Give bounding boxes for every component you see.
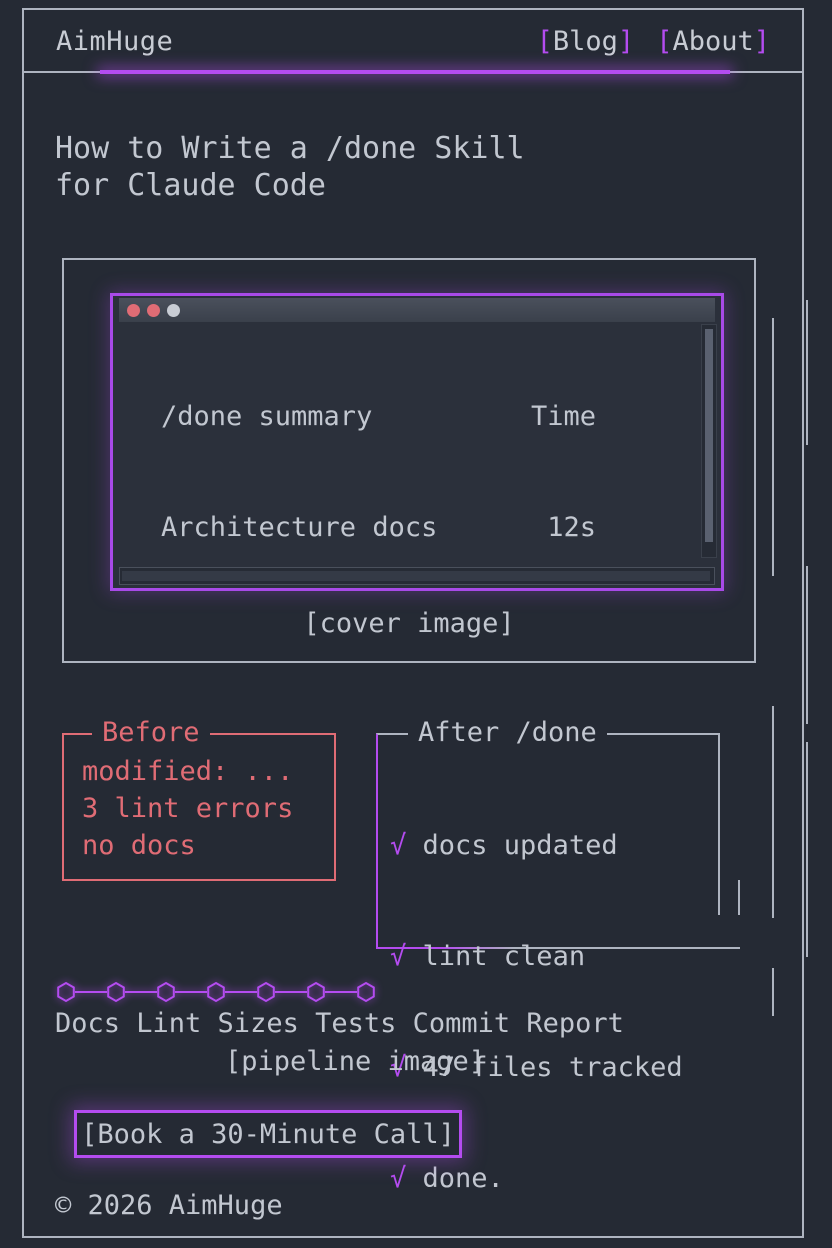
after-list-item-label: docs updated	[406, 830, 618, 861]
edge-rule-6	[772, 968, 774, 1016]
pipeline-node[interactable]	[307, 981, 325, 1003]
nav-link-about[interactable]: [About]	[656, 26, 770, 57]
terminal-vertical-scrollbar[interactable]	[701, 324, 717, 558]
after-list-item: √ 47 files tracked	[390, 1049, 683, 1086]
check-icon: √	[390, 1163, 407, 1194]
edge-rule-1	[806, 300, 808, 445]
edge-rule-5	[806, 742, 808, 957]
terminal-window: /done summary Time Architecture docs 12s…	[110, 293, 724, 591]
bracket-open-icon: [	[656, 25, 673, 57]
site-brand[interactable]: AimHuge	[56, 25, 174, 57]
edge-rule-3	[806, 566, 808, 724]
nav-link-about-label: About	[672, 25, 754, 57]
terminal-time: 12s	[547, 512, 596, 543]
pipeline-node[interactable]	[107, 981, 125, 1003]
after-list-item: √ docs updated	[390, 827, 683, 864]
after-list-item: √ lint clean	[390, 938, 683, 975]
terminal-row: Architecture docs 12s	[161, 509, 695, 546]
window-minimize-icon[interactable]	[147, 303, 160, 317]
cover-figure	[62, 258, 756, 663]
pipeline-diagram	[57, 981, 375, 1003]
after-panel-legend: After /done	[408, 717, 607, 748]
pipeline-node[interactable]	[257, 981, 275, 1003]
pipeline-node[interactable]	[357, 981, 375, 1003]
site-header: AimHuge [Blog] [About]	[24, 10, 802, 72]
page-title-line-1: How to Write a /done Skill	[55, 131, 525, 166]
check-icon: √	[390, 830, 407, 861]
before-panel-body: modified: ... 3 lint errors no docs	[82, 756, 294, 861]
after-list-item-label: lint clean	[406, 941, 586, 972]
terminal-tag	[596, 509, 622, 546]
check-icon: √	[390, 941, 407, 972]
pipeline-node[interactable]	[157, 981, 175, 1003]
bracket-close-icon: ]	[617, 25, 635, 57]
terminal-output: /done summary Time Architecture docs 12s…	[121, 324, 695, 560]
after-list-item: √ done.	[390, 1160, 683, 1197]
window-maximize-icon[interactable]	[167, 303, 180, 317]
terminal-row: /done summary Time	[161, 398, 695, 435]
nav-link-blog[interactable]: [Blog]	[537, 26, 635, 57]
page-frame	[22, 8, 804, 1238]
header-accent-underline	[100, 70, 730, 74]
check-icon: √	[390, 1052, 407, 1083]
pipeline-node[interactable]	[57, 981, 75, 1003]
terminal-vertical-scroll-thumb[interactable]	[705, 329, 713, 543]
pipeline-stage-labels: Docs Lint Sizes Tests Commit Report	[55, 1008, 624, 1039]
primary-nav: [Blog] [About]	[537, 26, 770, 57]
terminal-titlebar	[119, 298, 715, 322]
terminal-task: /done summary	[161, 401, 373, 432]
bracket-close-icon: ]	[753, 25, 770, 57]
edge-rule-2	[772, 318, 774, 576]
edge-rule-4	[772, 706, 774, 918]
cover-image-caption: [cover image]	[303, 608, 515, 639]
after-list-item-label: done.	[406, 1163, 504, 1194]
nav-link-blog-label: Blog	[552, 25, 618, 57]
pipeline-image-caption: [pipeline image]	[224, 1046, 486, 1077]
terminal-time: Time	[530, 401, 596, 432]
terminal-tag	[596, 398, 622, 435]
terminal-task: Architecture docs	[161, 512, 438, 543]
after-panel-right-connector	[738, 880, 740, 915]
terminal-horizontal-scroll-thumb[interactable]	[122, 571, 711, 581]
footer-copyright: © 2026 AimHuge	[55, 1190, 283, 1221]
page-title-line-2: for Claude Code	[55, 168, 326, 203]
pipeline-node[interactable]	[207, 981, 225, 1003]
terminal-horizontal-scrollbar[interactable]	[119, 567, 715, 585]
before-panel-legend: Before	[92, 717, 210, 748]
book-call-button[interactable]: [Book a 30-Minute Call]	[74, 1110, 462, 1158]
window-close-icon[interactable]	[127, 303, 140, 317]
after-list-item-label: 47 files tracked	[406, 1052, 683, 1083]
after-panel-body: √ docs updated √ lint clean √ 47 files t…	[390, 753, 683, 1248]
bracket-open-icon: [	[536, 25, 553, 57]
